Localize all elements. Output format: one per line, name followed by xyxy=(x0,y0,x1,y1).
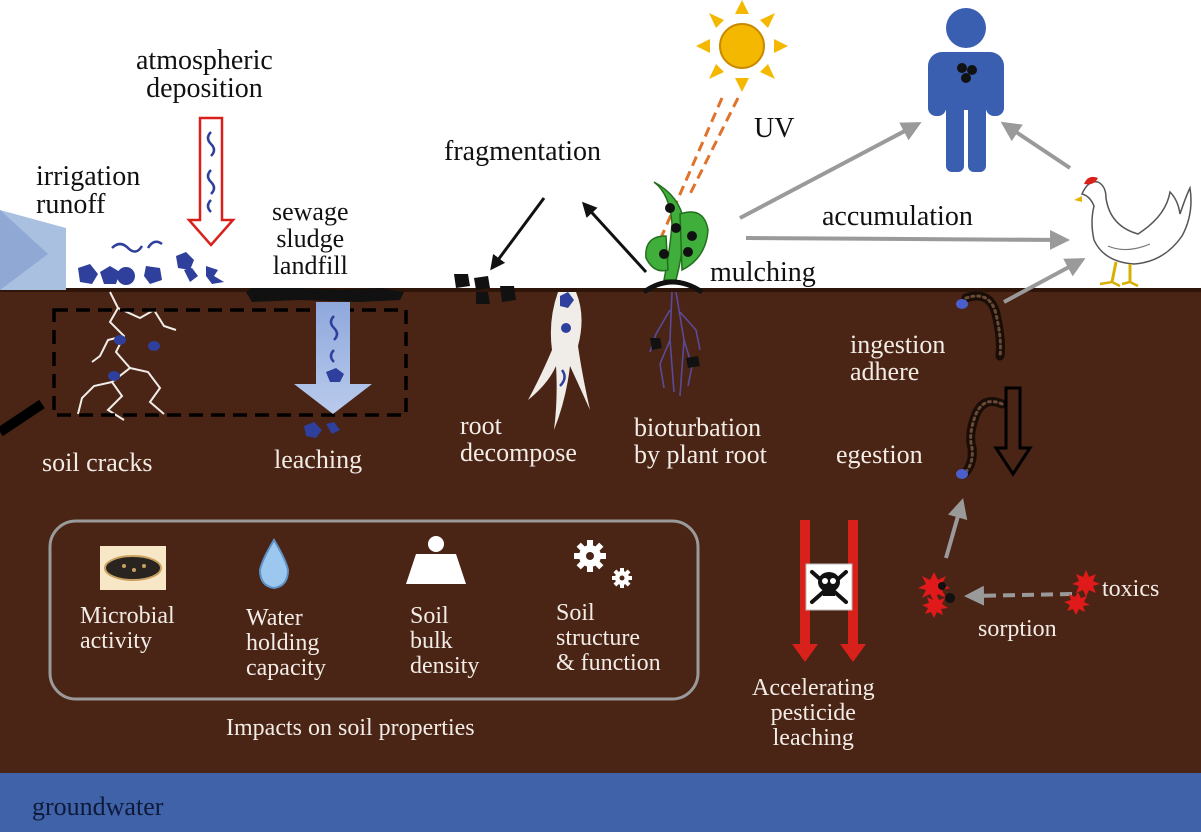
impact-density-l2: bulk xyxy=(410,628,453,654)
impact-structure-l1: Soil xyxy=(556,600,595,626)
pesticide-leaching-arrows xyxy=(792,520,866,662)
skull-crossbones-icon xyxy=(805,563,853,611)
label-atmospheric-deposition-l2: deposition xyxy=(146,73,263,104)
plastic-fragments xyxy=(454,274,516,304)
label-ingestion-l2: adhere xyxy=(850,357,920,386)
impact-water-l2: holding xyxy=(246,630,320,656)
impact-structure-l3: & function xyxy=(556,650,661,676)
label-irrigation-runoff-l2: runoff xyxy=(36,189,106,220)
impact-microbial-l2: activity xyxy=(80,628,152,654)
impact-microbial-l1: Microbial xyxy=(80,603,175,629)
surface-microplastics xyxy=(78,252,224,285)
plant-icon xyxy=(645,181,709,281)
gears-icon xyxy=(574,540,632,588)
water-drop-icon xyxy=(258,538,290,590)
impact-water-l1: Water xyxy=(246,605,303,631)
leaching-arrow xyxy=(294,302,372,414)
dashed-region xyxy=(52,308,408,417)
impacts-title: Impacts on soil properties xyxy=(226,715,475,741)
label-ingestion-l1: ingestion xyxy=(850,330,946,359)
label-leaching: leaching xyxy=(274,445,363,474)
soil-layer xyxy=(0,290,1201,775)
mulch-film xyxy=(642,279,704,295)
label-groundwater: groundwater xyxy=(32,792,164,821)
groundwater-layer xyxy=(0,773,1201,832)
label-sorption: sorption xyxy=(978,616,1057,642)
label-sewage-l1: sewage xyxy=(272,197,349,226)
label-bioturbation-l2: by plant root xyxy=(634,440,767,469)
label-accumulation: accumulation xyxy=(822,201,973,232)
impact-structure-l2: structure xyxy=(556,625,640,651)
human-icon xyxy=(928,8,1004,172)
microbe-icon xyxy=(100,546,166,590)
label-soil-cracks: soil cracks xyxy=(42,448,153,477)
label-accel-l2: pesticide xyxy=(770,700,856,726)
root-decompose-icon xyxy=(528,292,590,430)
label-irrigation-runoff-l1: irrigation xyxy=(36,161,141,192)
label-accel-l3: leaching xyxy=(772,725,854,751)
impact-water-l3: capacity xyxy=(246,655,326,681)
impact-density-l1: Soil xyxy=(410,603,449,629)
sludge-layer xyxy=(246,288,404,302)
label-toxics: toxics xyxy=(1102,576,1160,602)
label-uv: UV xyxy=(754,113,795,144)
label-egestion: egestion xyxy=(836,440,923,469)
sun-icon xyxy=(696,0,788,92)
toxic-splat-icon xyxy=(918,570,1100,618)
label-mulching: mulching xyxy=(710,257,816,288)
label-root-l2: decompose xyxy=(460,438,577,467)
label-sewage-l2: sludge xyxy=(276,224,345,253)
label-accel-l1: Accelerating xyxy=(752,675,875,701)
weight-icon xyxy=(406,536,466,584)
label-sewage-l3: landfill xyxy=(272,251,348,280)
label-bioturbation-l1: bioturbation xyxy=(634,413,762,442)
label-fragmentation: fragmentation xyxy=(444,136,602,167)
impacts-box xyxy=(48,519,700,701)
chicken-icon xyxy=(1074,176,1192,288)
label-atmospheric-deposition-l1: atmospheric xyxy=(136,45,273,76)
label-root-l1: root xyxy=(460,411,502,440)
impact-density-l3: density xyxy=(410,653,480,679)
